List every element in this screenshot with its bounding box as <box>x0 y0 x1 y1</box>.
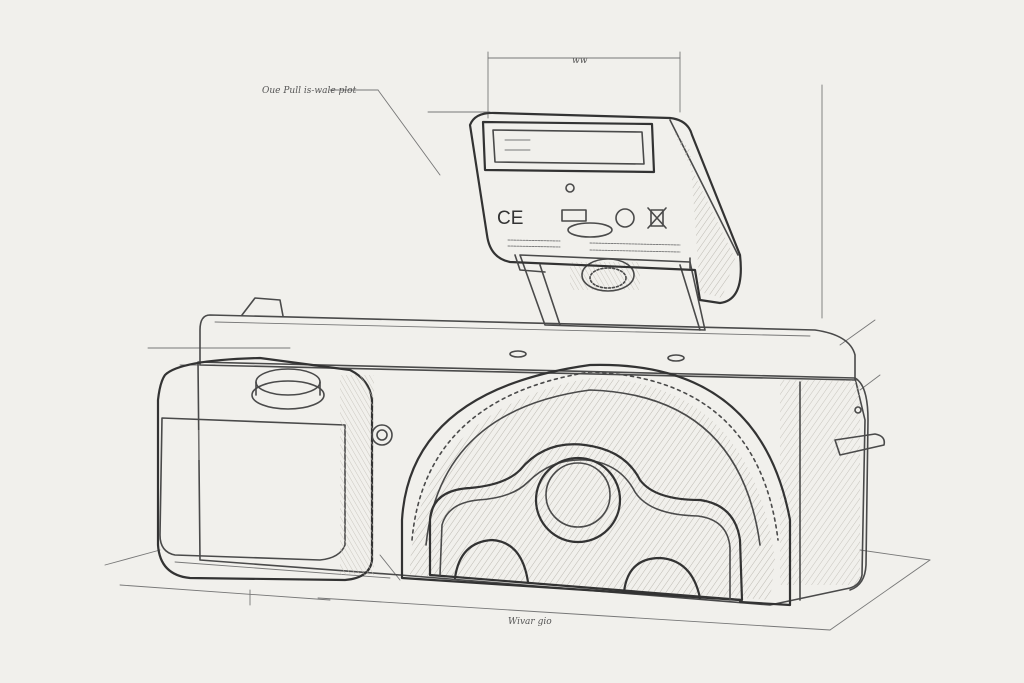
construction-lines <box>104 51 931 631</box>
label-fine-print <box>507 239 681 253</box>
top-dimension-label: ww <box>572 56 588 66</box>
function-button <box>371 424 393 446</box>
side-callout-label: Oue Pull is-wale plot <box>262 86 357 96</box>
hinge-gear <box>581 258 635 292</box>
ce-mark-icon: CE <box>497 208 523 229</box>
grip-wheel <box>400 363 792 607</box>
flash-unit: CE <box>468 111 742 331</box>
bottom-dimension-label: Wivar gio <box>508 617 552 627</box>
camera-body <box>156 297 886 606</box>
svg-text:CE: CE <box>497 208 523 229</box>
mode-dial <box>251 368 325 410</box>
crossed-bin-icon <box>647 207 667 229</box>
